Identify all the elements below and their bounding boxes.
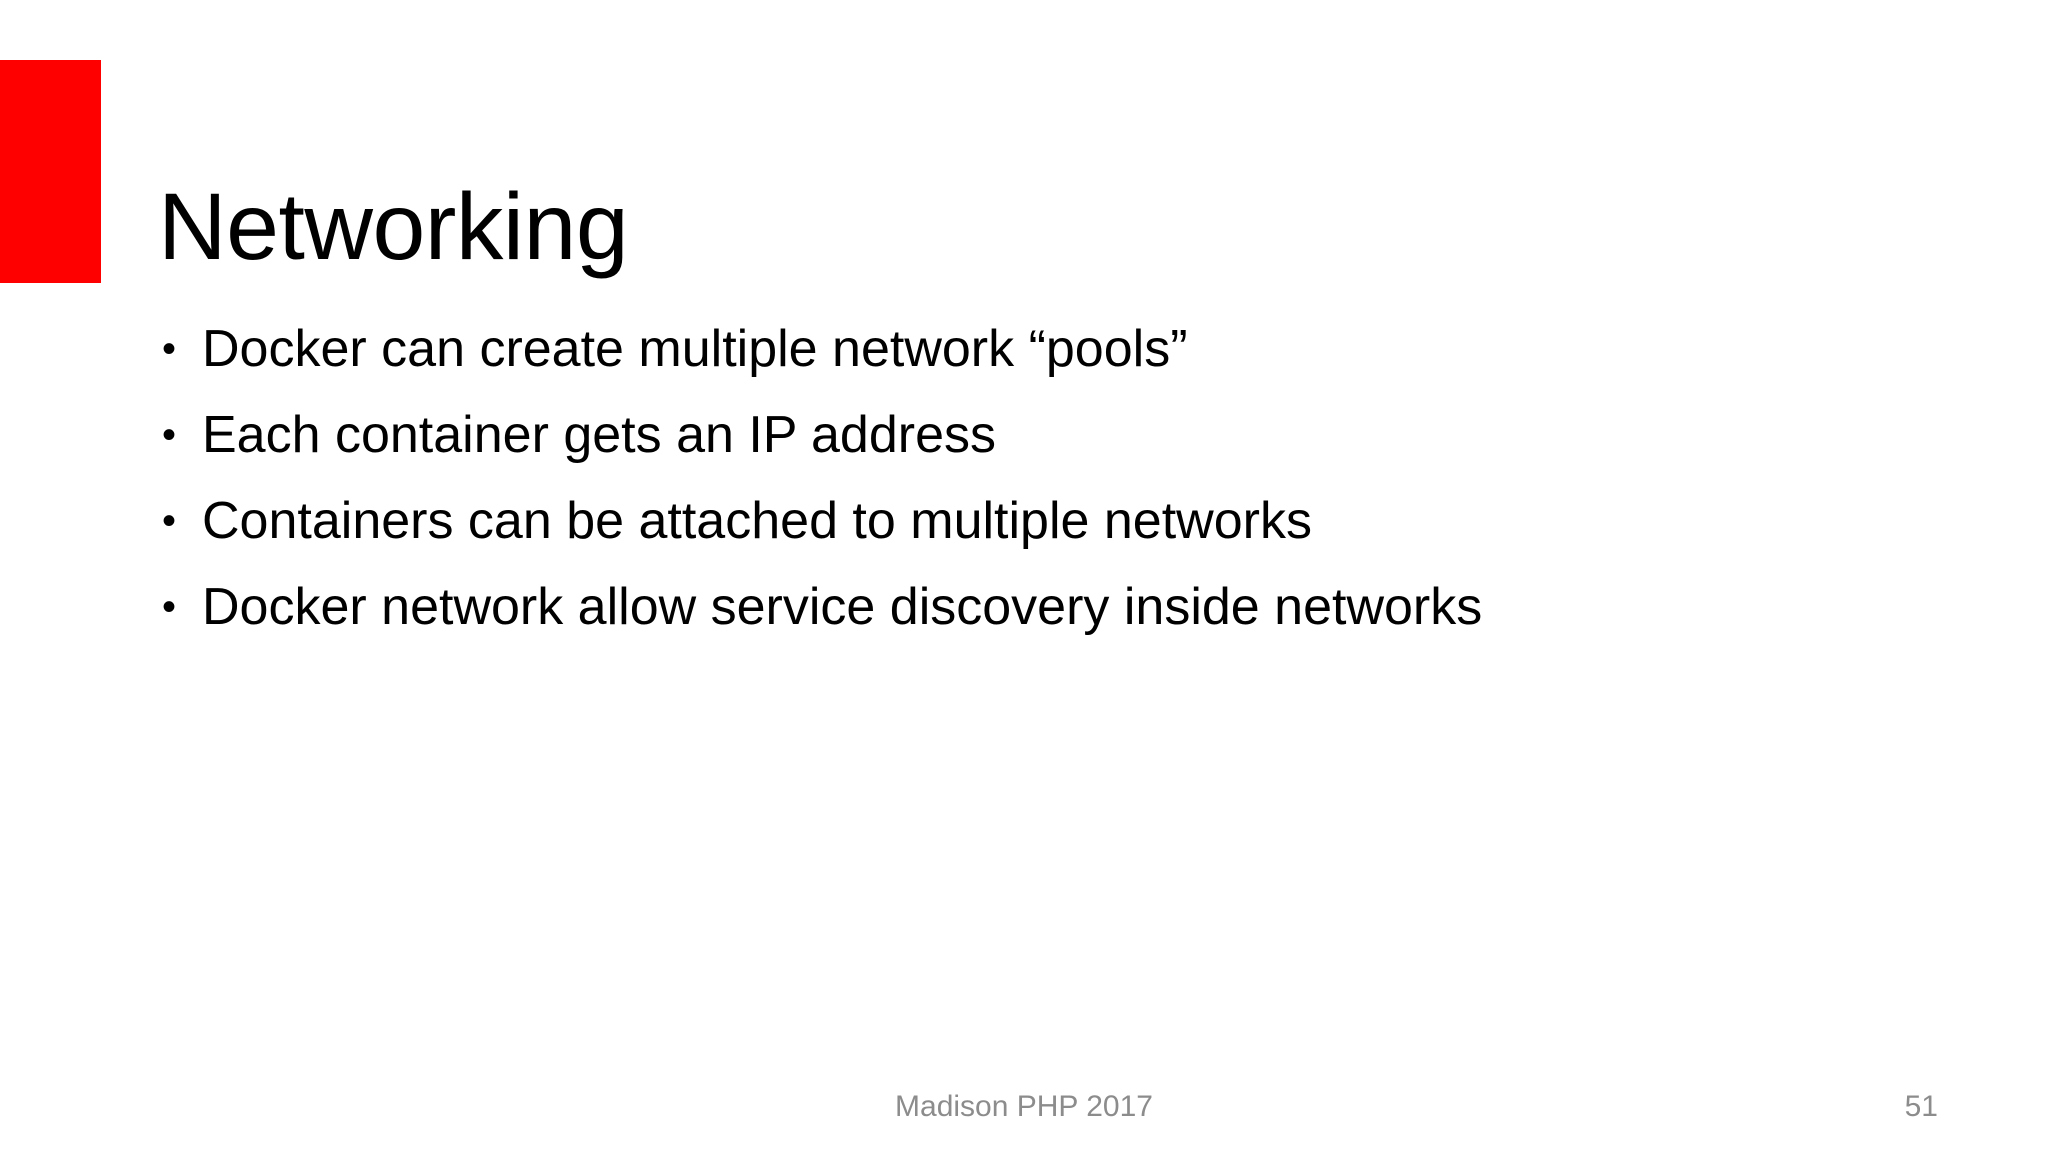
- page-title: Networking: [158, 173, 629, 280]
- footer-conference-label: Madison PHP 2017: [895, 1090, 1153, 1123]
- bullet-dot-icon: •: [162, 585, 177, 629]
- list-item-label: Docker network allow service discovery i…: [202, 578, 1483, 636]
- bullet-dot-icon: •: [162, 499, 177, 543]
- bullet-dot-icon: •: [162, 413, 177, 457]
- list-item-label: Each container gets an IP address: [202, 406, 996, 464]
- list-item-label: Docker can create multiple network “pool…: [202, 320, 1188, 378]
- red-accent-bar: [0, 60, 101, 283]
- list-item: • Containers can be attached to multiple…: [158, 478, 1918, 564]
- list-item: • Docker network allow service discovery…: [158, 564, 1918, 650]
- slide-number: 51: [1904, 1090, 1938, 1123]
- bullet-dot-icon: •: [162, 327, 177, 371]
- list-item: • Each container gets an IP address: [158, 392, 1918, 478]
- list-item-label: Containers can be attached to multiple n…: [202, 492, 1312, 550]
- list-item: • Docker can create multiple network “po…: [158, 306, 1918, 392]
- bullet-list: • Docker can create multiple network “po…: [158, 306, 1918, 650]
